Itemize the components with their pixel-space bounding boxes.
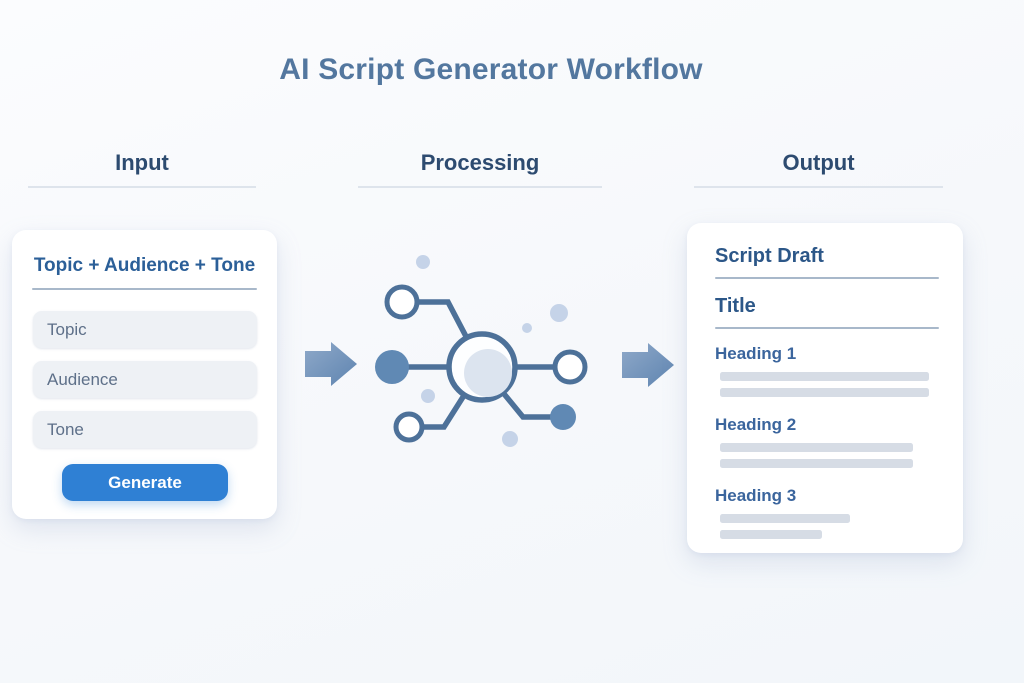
column-header-output: Output bbox=[694, 150, 943, 188]
placeholder-bar bbox=[720, 388, 929, 397]
input-card: Topic + Audience + Tone Generate bbox=[12, 230, 277, 519]
topic-input[interactable] bbox=[33, 311, 257, 348]
processing-network-diagram bbox=[375, 255, 588, 447]
placeholder-bars bbox=[720, 372, 943, 397]
network-node-solid bbox=[375, 350, 409, 384]
network-node-outline bbox=[384, 284, 420, 320]
placeholder-bar bbox=[720, 530, 822, 539]
output-section-heading-1: Heading 1 bbox=[715, 344, 943, 397]
output-card-divider bbox=[715, 327, 939, 329]
placeholder-bar bbox=[720, 459, 913, 468]
decorative-dot bbox=[502, 431, 518, 447]
audience-input[interactable] bbox=[33, 361, 257, 398]
tone-input[interactable] bbox=[33, 411, 257, 448]
placeholder-bar bbox=[720, 443, 913, 452]
column-header-processing: Processing bbox=[358, 150, 602, 188]
network-node-solid bbox=[550, 404, 576, 430]
page-title: AI Script Generator Workflow bbox=[279, 53, 703, 86]
section-label: Heading 2 bbox=[715, 415, 797, 434]
output-card: Script Draft Title Heading 1 Heading 2 H… bbox=[687, 223, 963, 553]
output-title-heading: Title bbox=[715, 295, 756, 317]
output-section-heading-3: Heading 3 bbox=[715, 486, 943, 539]
arrow-right-icon bbox=[305, 342, 357, 386]
output-card-divider bbox=[715, 277, 939, 279]
arrow-shape bbox=[622, 343, 674, 387]
placeholder-bars bbox=[720, 514, 943, 539]
decorative-dot bbox=[522, 323, 532, 333]
output-section-heading-2: Heading 2 bbox=[715, 415, 943, 468]
column-header-input: Input bbox=[28, 150, 256, 188]
network-central-node-core bbox=[464, 349, 512, 397]
network-node-outline bbox=[393, 411, 425, 443]
decorative-dot bbox=[421, 389, 435, 403]
generate-button[interactable]: Generate bbox=[62, 464, 228, 501]
input-card-heading: Topic + Audience + Tone bbox=[33, 255, 256, 276]
placeholder-bar bbox=[720, 372, 929, 381]
output-card-heading: Script Draft bbox=[715, 245, 824, 267]
placeholder-bars bbox=[720, 443, 943, 468]
decorative-dot bbox=[550, 304, 568, 322]
input-fields bbox=[33, 311, 277, 448]
arrow-right-icon bbox=[622, 343, 674, 387]
arrow-shape bbox=[305, 342, 357, 386]
decorative-dot bbox=[416, 255, 430, 269]
placeholder-bar bbox=[720, 514, 850, 523]
section-label: Heading 1 bbox=[715, 344, 797, 363]
section-label: Heading 3 bbox=[715, 486, 797, 505]
input-card-divider bbox=[32, 288, 257, 290]
network-node-outline bbox=[552, 349, 588, 385]
